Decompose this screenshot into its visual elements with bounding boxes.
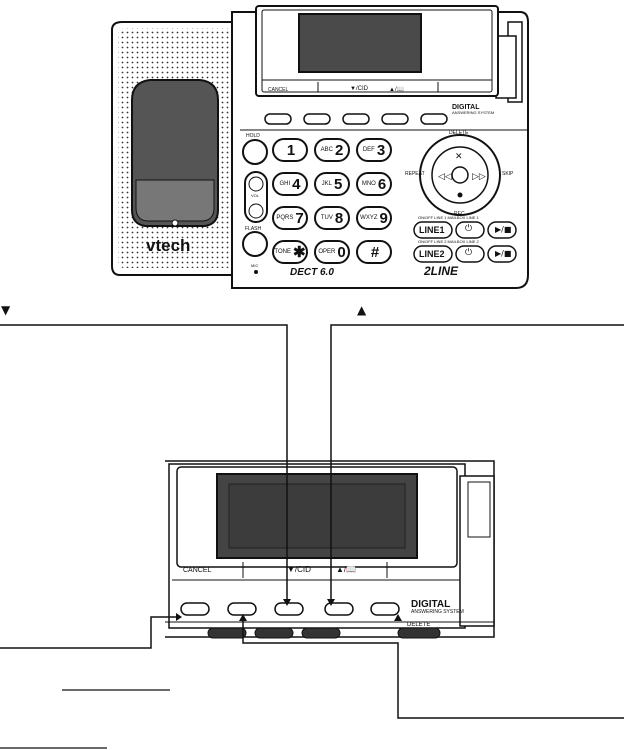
zoom-softkey-row (180, 602, 400, 616)
handset-cradle (111, 21, 241, 276)
hold-button (242, 139, 268, 165)
keypad-key: 1 (272, 138, 308, 162)
delete-label: DELETE (449, 130, 469, 136)
keypad-key-number: 5 (334, 175, 343, 193)
hold-label: HOLD (246, 133, 260, 139)
keypad-key: TONE✱ (272, 240, 308, 264)
keypad-key-letters: DEF (362, 147, 375, 153)
keypad-key-letters: JKL (321, 181, 332, 187)
down-arrow-icon: ▼ (1, 303, 11, 317)
mic-label: MIC (251, 263, 259, 268)
keypad-key-number: # (370, 243, 380, 261)
keypad-key-number: 7 (295, 209, 304, 227)
zoom-panel (165, 460, 495, 639)
vol-label: VOL (251, 193, 260, 198)
keypad-key-number: 0 (337, 243, 346, 261)
keypad-key-letters: WXYZ (360, 215, 378, 221)
play-stop-icon: ▶/■ (495, 249, 512, 258)
zoom-delete-label: DELETE (407, 622, 431, 628)
flash-label: FLASH (245, 226, 262, 232)
callout-lines (0, 324, 624, 719)
skip-label: SKIP (502, 171, 514, 177)
keypad-key-number: 6 (377, 175, 387, 193)
das-label-2: ANSWERING SYSTEM (452, 110, 495, 115)
line-logo: 2LINE (424, 264, 459, 278)
power-icon: ⏻ (465, 224, 473, 234)
display-screen (298, 13, 422, 73)
keypad-key-letters: TUV (320, 215, 333, 221)
zoom-softkey-label-dir: ▲/📖 (336, 565, 357, 574)
svg-text:✕: ✕ (455, 152, 463, 162)
brand-logo: vtech (146, 236, 191, 255)
line2-caption: ON/OFF LINE 2 MAILBOX LINE 2 (418, 239, 479, 244)
keypad-key: # (356, 240, 392, 264)
line1-label: LINE1 (419, 225, 445, 235)
softkey-label-cid: ▼/CID (350, 86, 368, 92)
zoom-das-label-2: ANSWERING SYSTEM (411, 609, 464, 615)
keypad-key-number: ✱ (292, 244, 306, 261)
keypad-key-letters: PQRS (276, 215, 294, 221)
keypad-key-number: 2 (335, 141, 344, 159)
das-label-1: DIGITAL (452, 104, 480, 111)
rec-label: REC (454, 211, 465, 217)
keypad-key-letters: MNO (361, 181, 376, 187)
zoom-softkey-label-cancel: CANCEL (183, 567, 212, 574)
das-logo: DIGITAL ANSWERING SYSTEM (452, 104, 524, 115)
svg-text:◁◁: ◁◁ (438, 172, 452, 182)
keypad-key-letters: ABC (320, 147, 333, 153)
dect-logo: DECT 6.0 (290, 267, 334, 278)
keypad-key-number: 8 (334, 209, 344, 227)
keypad-key-letters: TONE (274, 249, 291, 255)
flash-button (242, 231, 268, 257)
keypad-key-number: 3 (376, 141, 386, 159)
keypad-key-letters: GHI (279, 181, 291, 187)
keypad-key-number: 1 (286, 141, 296, 159)
zoom-softkey-label-cid: ▼/CID (287, 565, 311, 574)
softkey-row (264, 113, 448, 125)
up-arrow-icon: ▲ (357, 303, 367, 317)
keypad-key-letters: OPER (318, 249, 336, 255)
svg-text:▷▷: ▷▷ (472, 172, 486, 182)
line1-caption: ON/OFF LINE 1 MAILBOX LINE 1 (418, 215, 479, 220)
keypad-key-number: 4 (292, 175, 301, 193)
repeat-label: REPEAT (405, 171, 425, 177)
play-stop-icon: ▶/■ (495, 225, 512, 234)
zoom-das-label-1: DIGITAL (411, 599, 451, 610)
line2-label: LINE2 (419, 249, 445, 259)
softkey-label-cancel: CANCEL (268, 87, 289, 93)
softkey-label-dir: ▲/📖 (389, 87, 405, 93)
keypad-key-number: 9 (379, 209, 388, 227)
zoom-das-logo: DIGITAL ANSWERING SYSTEM (411, 600, 491, 615)
power-icon: ⏻ (465, 248, 473, 258)
